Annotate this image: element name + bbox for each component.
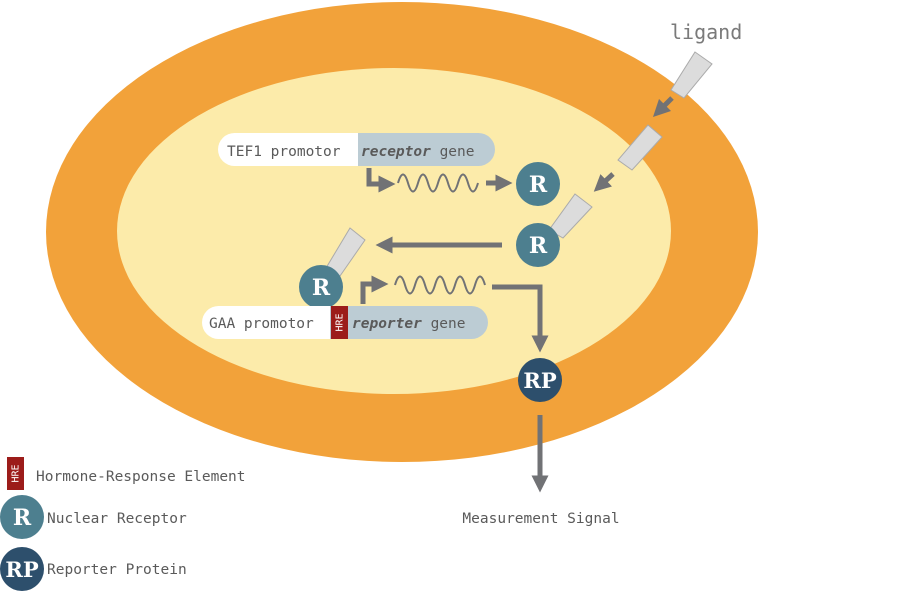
legend-hre-label: Hormone-Response Element: [36, 469, 246, 485]
svg-text:RP: RP: [5, 557, 38, 582]
legend-reporter: RP Reporter Protein: [0, 547, 187, 591]
receptor-gene-name: receptor: [361, 144, 431, 160]
legend-hre: HRE Hormone-Response Element: [7, 457, 246, 490]
nuclear-receptor-translated: R: [516, 162, 560, 206]
reporter-gene-name: reporter: [352, 316, 422, 332]
nuclear-receptor-at-hre: R: [299, 265, 343, 309]
legend-receptor-label: Nuclear Receptor: [47, 511, 187, 527]
receptor-mrna-wave: [397, 173, 479, 193]
svg-text:reporter gene: reporter gene: [352, 316, 466, 332]
legend-hre-icon: [7, 457, 24, 490]
svg-text:R: R: [529, 233, 548, 259]
ligand-icon-inner: [617, 124, 663, 171]
reporter-protein: RP: [518, 358, 562, 402]
svg-text:GAA promotor: GAA promotor: [209, 316, 314, 332]
ligand-entry-arrow-1: [652, 96, 674, 118]
svg-text:HRE: HRE: [334, 313, 345, 331]
ligand-bound-to-receptor: [548, 193, 593, 239]
svg-text:RP: RP: [523, 368, 556, 393]
svg-text:R: R: [529, 172, 548, 198]
reporter-gene-suffix: gene: [422, 316, 466, 332]
hre-box: [331, 306, 348, 339]
ligand-entry-arrow-2: [593, 172, 615, 192]
translation-arrow-reporter: [492, 284, 549, 353]
ligand-icon-outer: [670, 51, 713, 99]
legend-receptor-icon: [0, 495, 44, 539]
hre-box-label: HRE: [334, 313, 345, 331]
gaa-reporter-construct: HRE GAA promotor reporter gene: [202, 306, 488, 339]
legend-hre-icon-label: HRE: [10, 464, 21, 482]
receptor-gene-suffix: gene: [431, 144, 475, 160]
gaa-transcription-arrow: [360, 275, 389, 304]
legend-receptor: R Nuclear Receptor: [0, 495, 187, 539]
svg-text:HRE: HRE: [10, 464, 21, 482]
svg-text:R: R: [312, 275, 331, 301]
legend-reporter-label: Reporter Protein: [47, 562, 187, 578]
reporter-mrna-wave: [394, 275, 486, 295]
nuclear-receptor-bound: R: [516, 223, 560, 267]
legend-reporter-icon: [0, 547, 44, 591]
cytoplasm: [117, 68, 671, 394]
svg-text:TEF1 promotor: TEF1 promotor: [227, 144, 341, 160]
svg-text:receptor gene: receptor gene: [361, 144, 475, 160]
tef1-promotor-label: TEF1 promotor: [227, 144, 341, 160]
legend: HRE Hormone-Response Element R Nuclear R…: [0, 457, 246, 591]
measurement-signal-label: Measurement Signal: [462, 511, 619, 527]
gaa-promotor-label: GAA promotor: [209, 316, 314, 332]
tef1-receptor-construct: TEF1 promotor receptor gene: [218, 133, 495, 166]
ligand-label: ligand: [670, 20, 742, 44]
tef1-transcription-arrow: [366, 168, 396, 193]
svg-text:R: R: [13, 505, 32, 531]
